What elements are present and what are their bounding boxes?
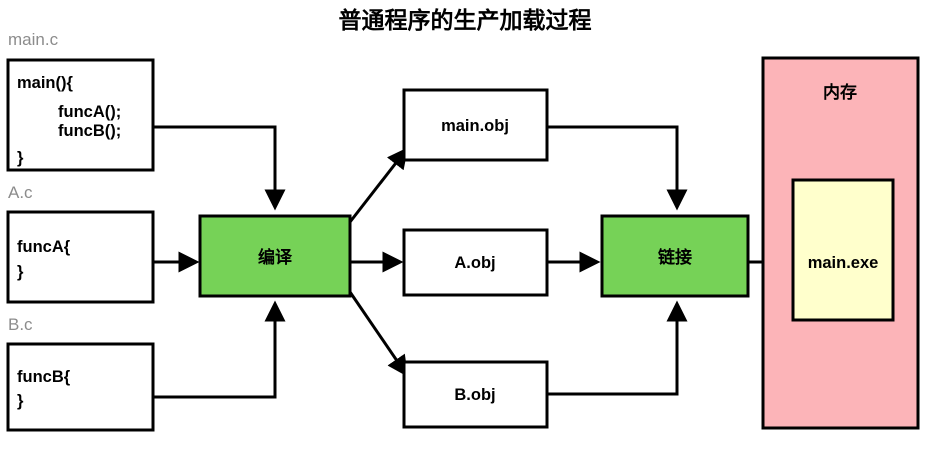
object-label-a-obj: A.obj	[454, 254, 495, 272]
source-file-b-c: B.c funcB{ }	[6, 315, 155, 432]
object-box-a-obj	[402, 228, 549, 297]
file-label-b-c: B.c	[8, 315, 33, 334]
memory-region: 内存 main.exe	[761, 56, 920, 430]
object-label-main-obj: main.obj	[441, 117, 509, 135]
source-box-main-c	[6, 58, 155, 172]
source-box-b-c	[6, 342, 155, 432]
compile-label: 编译	[258, 247, 293, 267]
source-box-a-c	[6, 210, 155, 304]
edge-compile-to-bobj	[348, 291, 408, 377]
object-file-a-obj: A.obj	[402, 228, 549, 297]
executable-box	[791, 178, 895, 322]
edge-mainobj-to-link	[547, 125, 688, 211]
stage-compile: 编译	[198, 214, 352, 298]
connector-group	[152, 125, 794, 399]
code-line: }	[17, 149, 24, 167]
code-line: }	[17, 263, 24, 281]
object-box-b-obj	[402, 360, 549, 429]
object-box-main-obj	[402, 88, 549, 162]
code-line: funcA();	[58, 103, 121, 121]
source-file-a-c: A.c funcA{ }	[6, 183, 155, 304]
code-line: }	[17, 392, 24, 410]
object-file-main-obj: main.obj	[402, 88, 549, 162]
edge-compile-to-mainobj	[348, 147, 409, 223]
memory-label: 内存	[823, 82, 857, 102]
object-label-b-obj: B.obj	[454, 386, 495, 404]
file-label-a-c: A.c	[8, 183, 33, 202]
link-label: 链接	[658, 247, 692, 267]
code-line: funcA{	[17, 238, 71, 256]
link-box	[600, 214, 750, 298]
code-line: main(){	[17, 74, 74, 92]
code-line: funcB();	[58, 122, 121, 140]
page-title: 普通程序的生产加载过程	[339, 7, 592, 33]
edge-bobj-to-link	[547, 300, 688, 396]
source-file-main-c: main.c main(){ funcA(); funcB(); }	[6, 30, 155, 172]
compile-box	[198, 214, 352, 298]
object-file-b-obj: B.obj	[402, 360, 549, 429]
file-label-main-c: main.c	[8, 30, 59, 49]
edge-mainc-to-compile	[152, 125, 286, 211]
executable-label: main.exe	[808, 254, 879, 272]
code-line: funcB{	[17, 368, 71, 386]
stage-link: 链接	[600, 214, 750, 298]
edge-bc-to-compile	[152, 300, 286, 399]
